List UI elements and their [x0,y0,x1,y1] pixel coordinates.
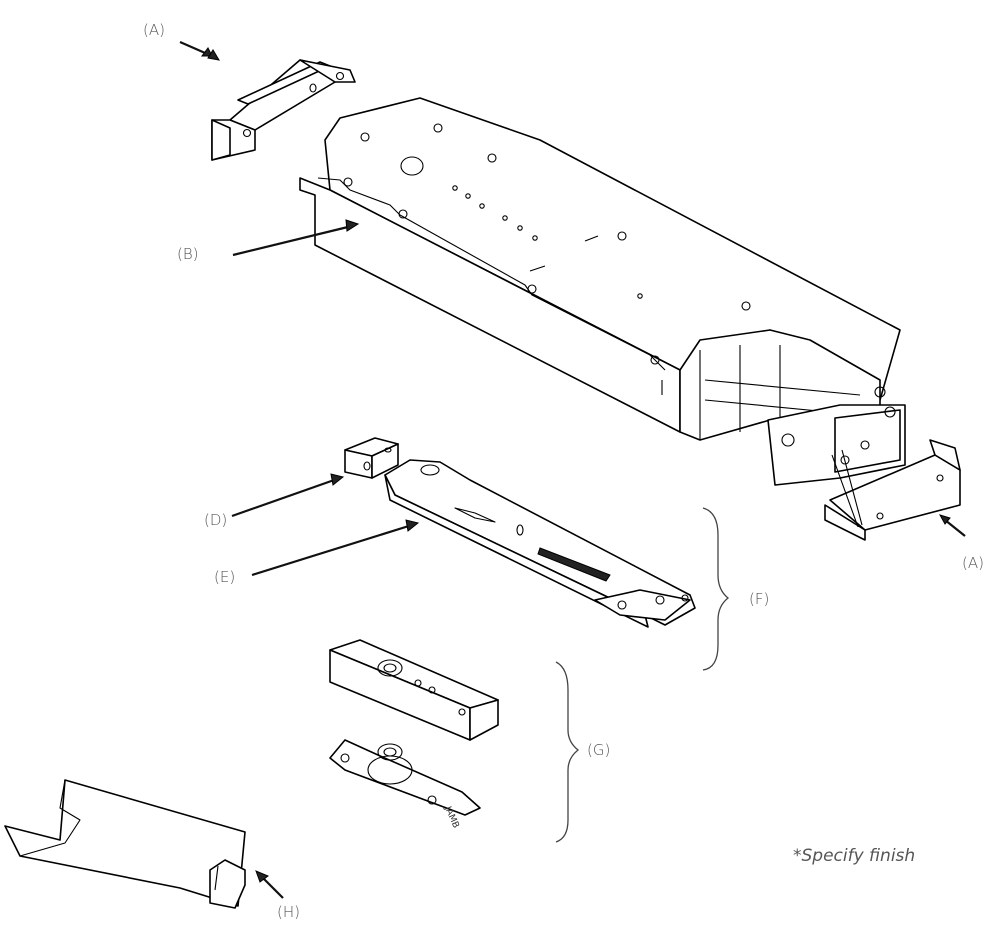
label-a-top: (A) [143,21,165,39]
cover-plate-h [4,779,246,909]
label-a-right: (A) [962,554,984,572]
top-mounting-bracket-a [211,59,356,161]
label-h: (H) [277,903,300,921]
finish-note: *Specify finish [793,846,916,866]
label-d: (D) [204,511,228,529]
right-mounting-bracket-a [824,439,961,541]
closer-body-b [299,97,906,486]
track-arm-e [384,459,696,628]
label-b: (B) [177,245,199,263]
brace-f [702,507,730,671]
shoe-block-d [344,437,399,479]
brace-g [555,661,580,843]
bottom-pivot-g: JAMB [329,639,499,830]
label-e: (E) [214,568,236,586]
pointer-arrows [179,40,966,899]
label-g: (G) [587,741,611,759]
label-f: (F) [749,590,770,608]
